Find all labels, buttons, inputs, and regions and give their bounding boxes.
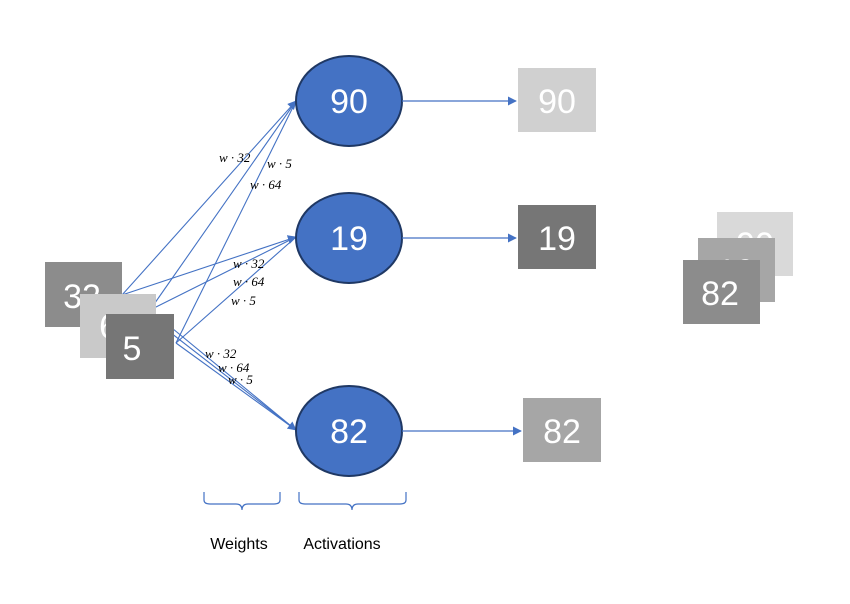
weight-label-top-3: w · 64: [250, 177, 282, 192]
edge-5-to-90: [175, 100, 297, 344]
weight-label-middle-2: w · 64: [233, 274, 265, 289]
output-box-2: [518, 205, 596, 269]
output-layer: 90 19 82: [518, 68, 601, 462]
weight-label-top-1: w · 32: [219, 150, 251, 165]
neuron-3-value: 82: [330, 413, 368, 451]
edge-64-to-82: [149, 309, 297, 431]
input-value-5: 5: [123, 330, 142, 368]
output-arrows: [402, 96, 522, 436]
edge-32-to-90: [121, 100, 297, 296]
neuron-1-value: 90: [330, 83, 368, 121]
input-connections: [121, 100, 297, 431]
edge-64-to-19: [149, 236, 297, 311]
stacked-value-82: 82: [701, 275, 739, 313]
stacked-output: 90 19 82: [683, 212, 793, 324]
output-box-3: [523, 398, 601, 462]
input-stack: 32 64 5: [45, 262, 174, 379]
activations-caption: Activations: [303, 536, 380, 553]
output-value-2: 19: [538, 220, 576, 258]
activations-brace: [298, 492, 407, 511]
input-box-5: [106, 314, 174, 379]
edge-32-to-19: [121, 235, 297, 296]
weight-label-top-2: w · 5: [267, 156, 292, 171]
weight-label-bottom-2: w · 64: [218, 360, 250, 375]
weights-brace: [203, 492, 281, 511]
output-box-1: [518, 68, 596, 132]
neuron-2-value: 19: [330, 220, 368, 258]
edge-5-to-82: [175, 342, 297, 431]
weight-label-bottom-1: w · 32: [205, 346, 237, 361]
weight-label-bottom-3: w · 5: [228, 372, 253, 387]
edge-5-to-19: [175, 236, 297, 344]
output-value-1: 90: [538, 83, 576, 121]
neuron-layer: 90 19 82: [295, 55, 403, 477]
output-value-3: 82: [543, 413, 581, 451]
stacked-box-82: [683, 260, 760, 324]
braces: [203, 492, 407, 511]
weight-label-middle-1: w · 32: [233, 256, 265, 271]
weight-label-middle-3: w · 5: [231, 293, 256, 308]
weights-caption: Weights: [210, 536, 268, 553]
weight-labels: w · 32 w · 5 w · 64 w · 32 w · 64 w · 5 …: [205, 150, 292, 387]
edge-64-to-90: [149, 100, 297, 311]
